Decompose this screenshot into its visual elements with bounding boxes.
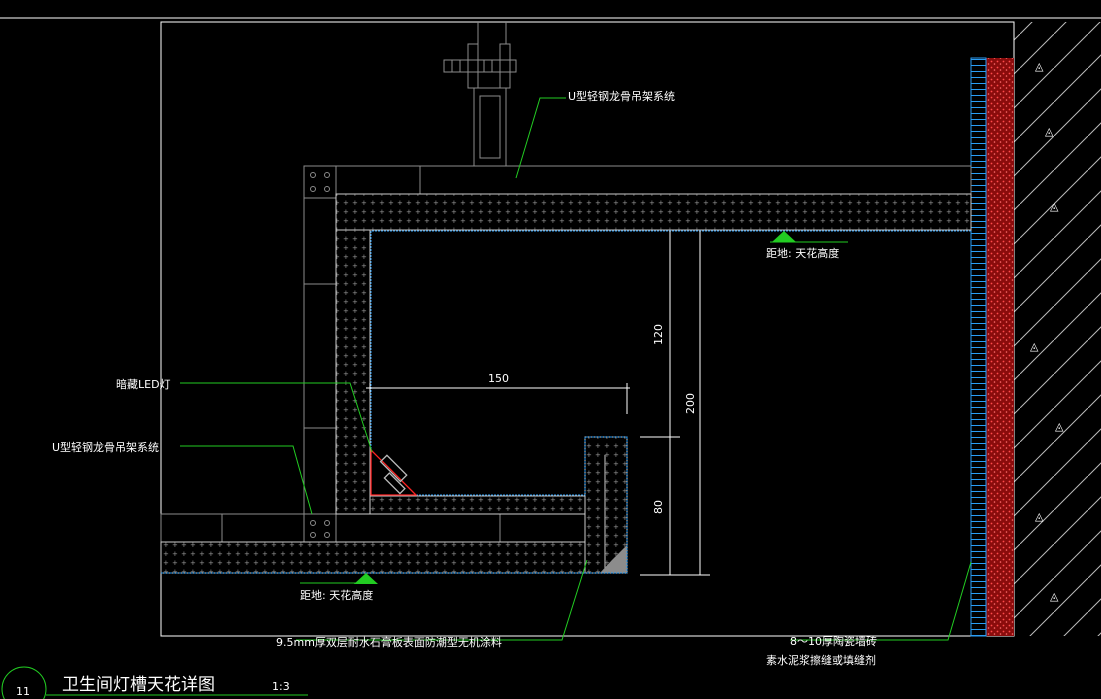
leader-lines	[180, 97, 972, 641]
dim-150: 150	[488, 372, 509, 385]
dim-120: 120	[652, 324, 665, 345]
steel-keel-vertical	[303, 197, 337, 515]
dim-80: 80	[652, 500, 665, 514]
cement-mortar-layer	[986, 58, 1014, 636]
ceramic-wall-tile	[970, 57, 987, 637]
svg-text:◬: ◬	[1055, 420, 1064, 433]
hanger-assembly	[443, 22, 517, 167]
label-hanger-top: U型轻钢龙骨吊架系统	[568, 89, 675, 103]
label-ceiling-height-bottom: 距地: 天花高度	[300, 588, 373, 602]
svg-text:◬: ◬	[1030, 340, 1039, 353]
drawing-scale: 1:3	[272, 680, 290, 693]
label-hanger-left: U型轻钢龙骨吊架系统	[52, 440, 159, 454]
label-ceiling-height-right: 距地: 天花高度	[766, 246, 839, 260]
led-light	[370, 448, 418, 496]
label-tile-line2: 素水泥浆擦缝或填缝剂	[766, 653, 876, 667]
label-tile-line1: 8～10厚陶瓷墙砖	[790, 634, 877, 648]
dim-200: 200	[684, 393, 697, 414]
level-marker-bottom	[354, 573, 378, 584]
finish-coating	[161, 230, 971, 574]
svg-text:◬: ◬	[1045, 125, 1054, 138]
level-marker-right	[772, 231, 796, 242]
concrete-wall: ◬ ◬ ◬ ◬ ◬ ◬ ◬	[1013, 22, 1101, 636]
dimension-lines	[366, 231, 710, 576]
label-hidden-led: 暗藏LED灯	[116, 377, 171, 391]
svg-text:◬: ◬	[1035, 60, 1044, 73]
svg-text:◬: ◬	[1050, 200, 1059, 213]
label-board-spec: 9.5mm厚双层耐水石膏板表面防潮型无机涂料	[276, 635, 502, 649]
drawing-number: 11	[16, 685, 30, 698]
steel-keel-lower	[160, 513, 586, 543]
drawing-title: 卫生间灯槽天花详图	[62, 675, 215, 695]
steel-keel-upper	[303, 165, 972, 199]
svg-text:◬: ◬	[1035, 510, 1044, 523]
svg-text:◬: ◬	[1050, 590, 1059, 603]
gypsum-board	[160, 193, 972, 574]
title-block	[1, 666, 308, 699]
